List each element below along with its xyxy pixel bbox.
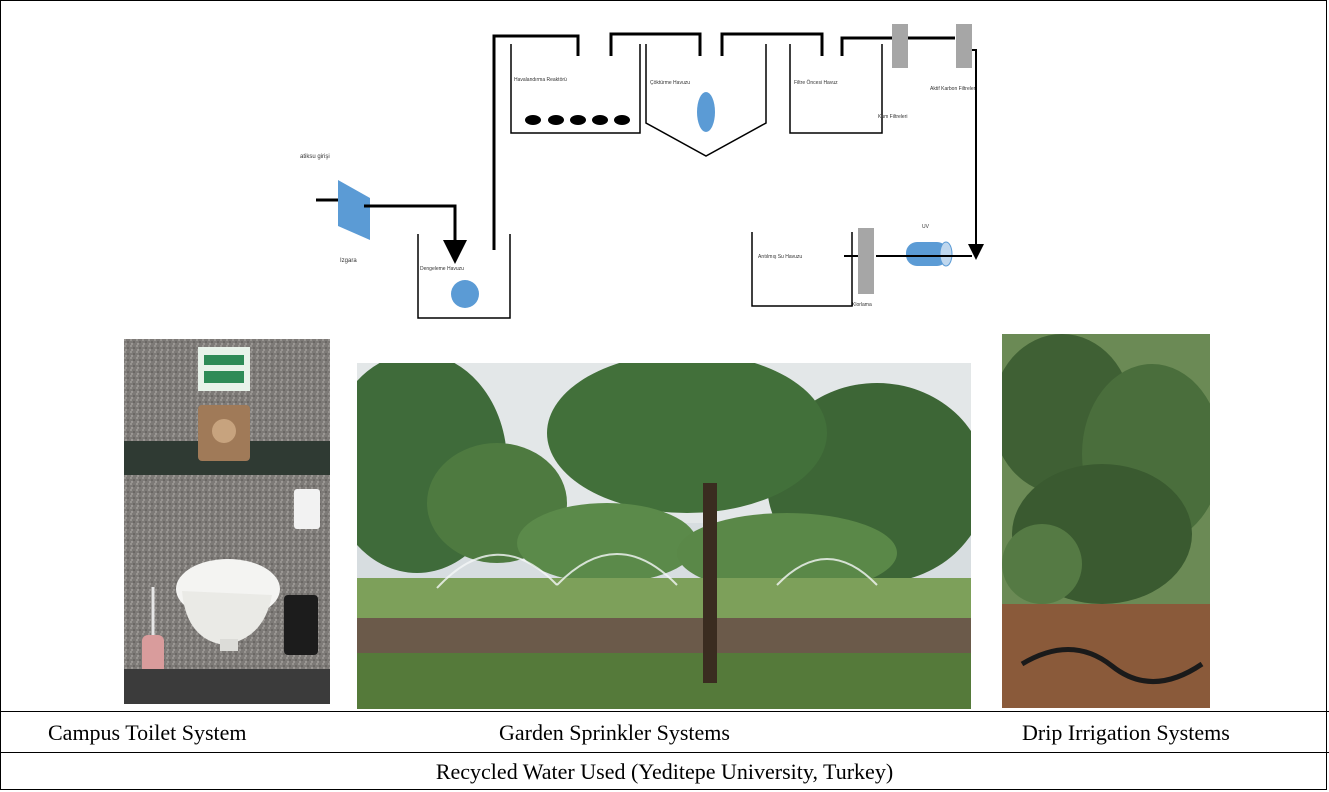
uv-label: UV [922,224,930,230]
uv-unit [906,242,948,266]
sprinkler-illustration [357,363,971,709]
settling-to-filterfeed-pipe [720,32,824,56]
sand-filter-label: Kum Filtreleri [878,114,907,120]
carbon-to-uv-pipe [968,49,984,260]
settling-sludge-icon [697,92,715,132]
treated-water-tank-label: Arıtılmış Su Havuzu [758,254,802,260]
drip-irrigation-photo [1002,334,1210,708]
settling-tank-label: Çöktürme Havuzu [650,80,690,86]
chlorination-label: Klorlama [852,302,872,308]
filter-feed-tank-label: Filtre Öncesi Havuz [794,79,838,86]
balancing-tank [417,234,511,319]
drip-caption: Drip Irrigation Systems [1022,720,1230,745]
uv-unit-cap [939,241,953,267]
filterfeed-to-filters-pipe [840,36,892,56]
screen-label: Izgara [340,258,357,264]
sprinkler-caption: Garden Sprinkler Systems [499,720,730,745]
treatment-process-diagram: atiksu girişi Izgara Dengeleme Havuzu Ha… [300,24,984,319]
screen-shape [338,180,370,240]
caption-row-top-border [0,711,1329,712]
footer-caption: Recycled Water Used (Yeditepe University… [435,759,894,784]
chlorination-column [858,228,874,294]
aeration-to-settling-pipe [609,32,702,56]
carbon-filter-label: Aktif Karbon Filtreleri [930,86,976,92]
drip-illustration [1002,334,1210,708]
toilet-illustration [124,339,330,704]
sand-filter-column [892,24,908,68]
toilet-caption: Campus Toilet System [48,720,247,745]
screen-to-balancing-pipe [364,204,467,264]
inlet-label: atiksu girişi [300,154,330,160]
campus-toilet-photo [124,339,330,704]
riser-pipe [492,34,580,250]
aeration-reactor-tank [510,44,641,134]
filter-feed-tank [789,44,883,134]
garden-sprinkler-photo [357,363,971,709]
settling-tank [645,44,767,157]
carbon-filter-column [956,24,972,68]
treated-water-tank [751,232,853,307]
balancing-tank-label: Dengeleme Havuzu [420,266,464,272]
aeration-reactor-label: Havalandırma Reaktörü [514,77,567,83]
diffuser-bubbles [525,115,630,125]
caption-row-divider [0,752,1329,753]
balancing-pump-icon [451,280,479,308]
